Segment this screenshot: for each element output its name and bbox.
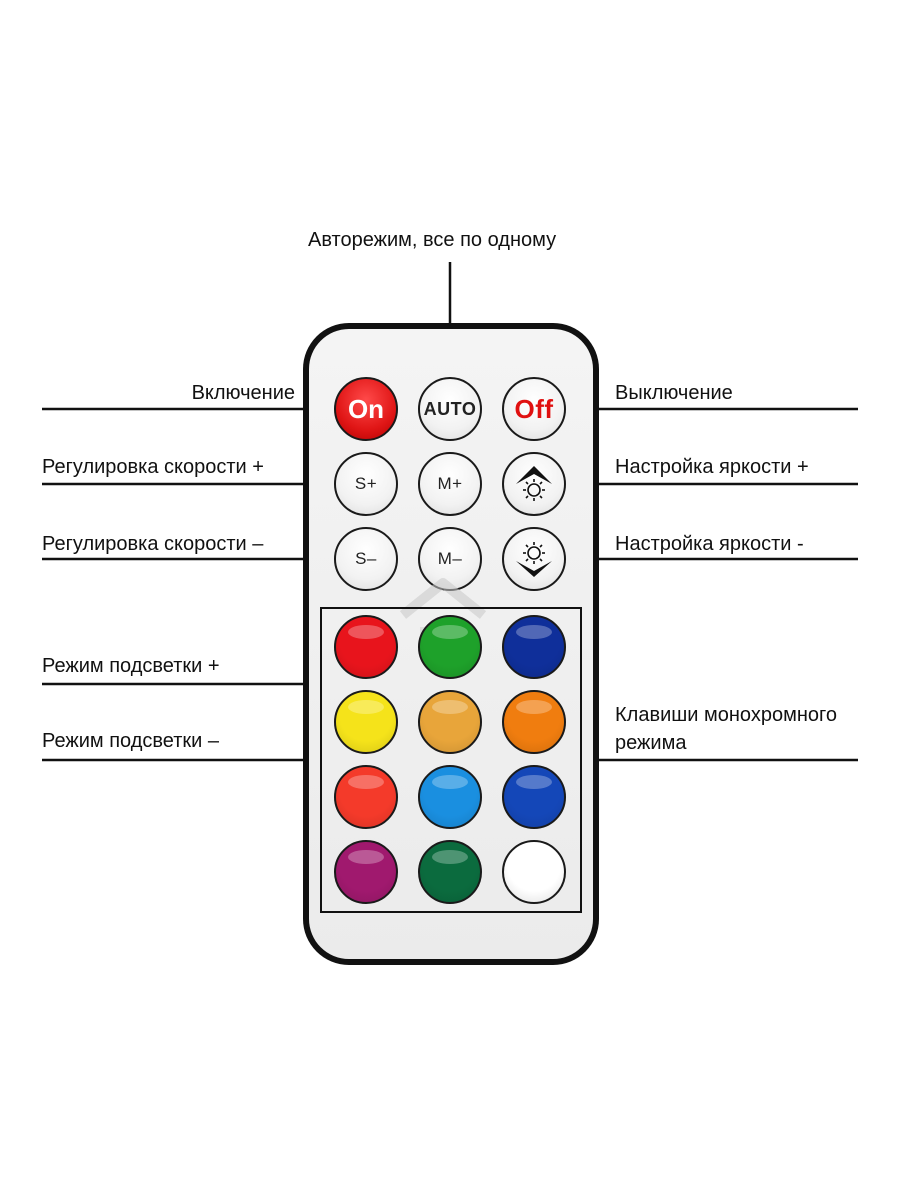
label-speed-down: Регулировка скорости – xyxy=(42,533,264,555)
on-button[interactable]: On xyxy=(334,377,398,441)
label-power-off: Выключение xyxy=(615,382,733,404)
speed-up-label: S+ xyxy=(354,474,378,493)
color-key-6[interactable] xyxy=(502,690,566,754)
color-key-11[interactable] xyxy=(418,840,482,904)
color-key-9[interactable] xyxy=(502,765,566,829)
label-mono-keys: Клавиши монохромного режима xyxy=(615,704,837,754)
label-mode-up: Режим подсветки + xyxy=(42,655,220,677)
sun-arrow-up-icon xyxy=(516,466,552,501)
color-key-12[interactable] xyxy=(502,840,566,904)
on-button-label: On xyxy=(347,393,385,424)
auto-button[interactable]: AUTO xyxy=(418,377,482,441)
color-key-3[interactable] xyxy=(502,615,566,679)
off-button[interactable]: Off xyxy=(502,377,566,441)
speed-down-label: S– xyxy=(355,549,377,568)
label-mode-down: Режим подсветки – xyxy=(42,730,220,752)
brightness-down-button[interactable] xyxy=(502,527,566,591)
mode-up-button[interactable]: M+ xyxy=(418,452,482,516)
label-speed-up: Регулировка скорости + xyxy=(42,456,264,478)
sun-arrow-down-icon xyxy=(516,542,552,577)
color-key-2[interactable] xyxy=(418,615,482,679)
mode-down-button[interactable]: M– xyxy=(418,527,482,591)
auto-button-label: AUTO xyxy=(423,398,477,419)
brightness-up-button[interactable] xyxy=(502,452,566,516)
color-key-8[interactable] xyxy=(418,765,482,829)
color-key-7[interactable] xyxy=(334,765,398,829)
color-key-1[interactable] xyxy=(334,615,398,679)
off-button-label: Off xyxy=(514,393,554,424)
color-key-10[interactable] xyxy=(334,840,398,904)
mode-up-label: M+ xyxy=(437,474,463,493)
label-brightness-up: Настройка яркости + xyxy=(615,456,809,478)
color-key-4[interactable] xyxy=(334,690,398,754)
color-key-5[interactable] xyxy=(418,690,482,754)
label-brightness-down: Настройка яркости - xyxy=(615,533,804,555)
label-auto-mode: Авторежим, все по одному xyxy=(308,229,557,251)
mode-down-label: M– xyxy=(437,549,463,568)
label-power-on: Включение xyxy=(191,382,295,404)
speed-up-button[interactable]: S+ xyxy=(334,452,398,516)
speed-down-button[interactable]: S– xyxy=(334,527,398,591)
mono-keys-frame xyxy=(320,607,582,913)
